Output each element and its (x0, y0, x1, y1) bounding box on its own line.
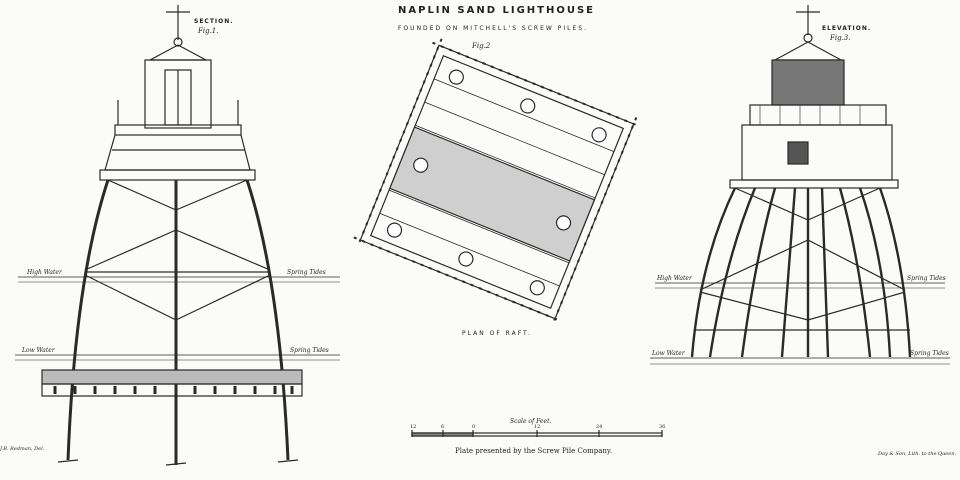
scale-bar (411, 430, 663, 437)
plate-subtitle: FOUNDED ON MITCHELL'S SCREW PILES. (398, 25, 588, 32)
fig3-low-water-label: Low Water (652, 350, 685, 357)
fig1-high-spring-tides-label: Spring Tides (287, 269, 326, 276)
scale-tick: 24 (596, 424, 603, 430)
scale-tick: 12 (410, 424, 417, 430)
fig1-section-drawing (15, 5, 340, 466)
raft-beams (53, 386, 294, 394)
fig2-caption: PLAN OF RAFT. (462, 330, 532, 337)
presented-credit: Plate presented by the Screw Pile Compan… (455, 447, 613, 455)
draughtsman-credit: J.B. Redman, Del. (0, 446, 45, 452)
fig3-heading: ELEVATION. (822, 25, 872, 32)
fig3-label: Fig.3. (830, 34, 851, 42)
fig1-heading: SECTION. (194, 18, 234, 25)
lithographer-credit: Day & Son, Lith. to the Queen. (878, 451, 957, 457)
fig3-low-spring-tides-label: Spring Tides (910, 350, 949, 357)
scale-tick: 0 (472, 424, 476, 430)
fig3-high-spring-tides-label: Spring Tides (907, 275, 946, 282)
scale-title: Scale of Feet. (510, 418, 552, 425)
fig3-high-water-label: High Water (657, 275, 692, 282)
fig1-label: Fig.1. (198, 27, 219, 35)
fig2-raft-plan (353, 38, 641, 326)
scale-tick: 6 (441, 424, 445, 430)
fig2-label: Fig.2 (472, 42, 491, 50)
fig1-low-spring-tides-label: Spring Tides (290, 347, 329, 354)
plate-title: NAPLIN SAND LIGHTHOUSE (398, 5, 595, 16)
fig3-elevation-drawing (650, 5, 950, 365)
fig1-low-water-label: Low Water (22, 347, 55, 354)
scale-tick: 12 (534, 424, 541, 430)
scale-tick: 36 (659, 424, 666, 430)
fig1-high-water-label: High Water (27, 269, 62, 276)
